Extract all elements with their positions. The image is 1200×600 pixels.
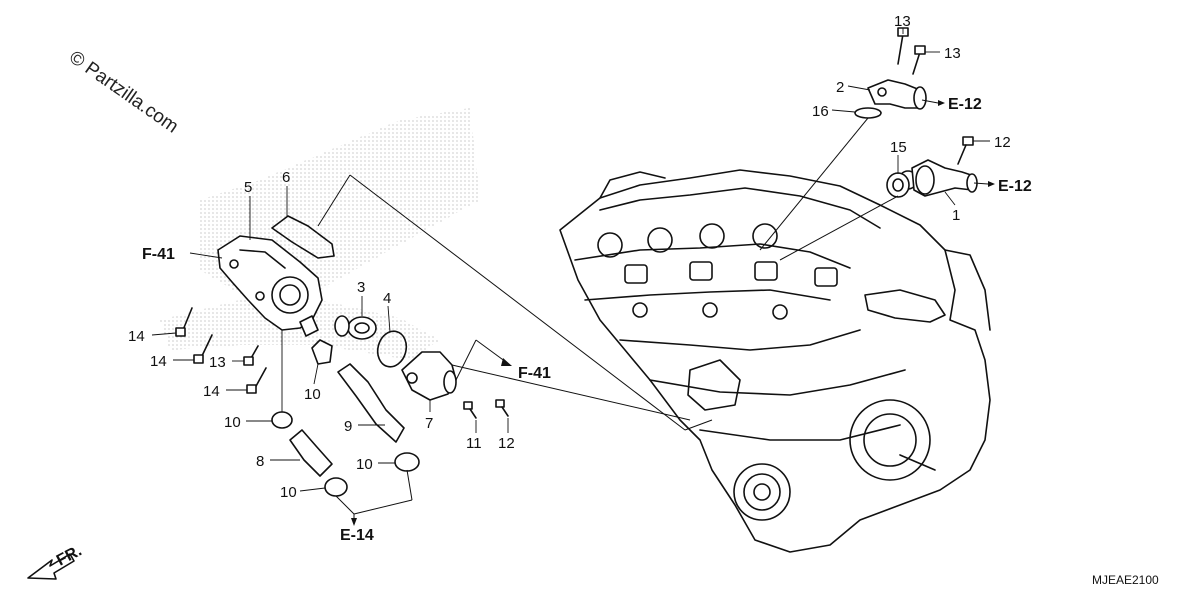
callout-15: 15 — [890, 139, 907, 156]
thermostat-housing-5 — [217, 235, 323, 337]
callout-11: 12 — [994, 134, 1011, 151]
callout-10-right: 10 — [356, 456, 373, 473]
bolts-12 — [463, 399, 509, 419]
callout-8: 8 — [256, 453, 264, 470]
front-arrow-icon — [27, 553, 75, 580]
diagram-code: MJEAE2100 — [1092, 573, 1159, 587]
callout-7: 7 — [425, 415, 433, 432]
callout-12-a: 11 — [466, 435, 482, 452]
ref-e14: E-14 — [340, 527, 374, 544]
callout-14-b: 14 — [150, 353, 167, 370]
callout-1: 1 — [952, 207, 960, 224]
ref-e12-bottom: E-12 — [998, 178, 1032, 195]
hose-9 — [337, 363, 405, 443]
callout-14-c: 14 — [203, 383, 220, 400]
bolts-13-top — [897, 27, 926, 75]
fitting-10-mid — [311, 339, 333, 365]
callout-4: 4 — [383, 290, 391, 307]
ref-f41-left: F-41 — [142, 246, 175, 263]
hose-clamp-10-c — [394, 452, 420, 472]
callout-labels: 13 13 2 16 15 12 1 5 6 3 4 14 14 13 14 1… — [128, 13, 1011, 501]
callout-10-bottom: 10 — [280, 484, 297, 501]
hose-8 — [289, 429, 333, 477]
thermostat-3 — [334, 315, 377, 340]
o-ring-16 — [854, 107, 882, 119]
leader-lines — [151, 28, 995, 526]
water-pipe-1 — [911, 159, 978, 197]
callout-13-top: 13 — [894, 13, 911, 30]
ref-f41-right: F-41 — [518, 365, 551, 382]
thermostat-cover-7 — [401, 351, 457, 401]
callout-3: 3 — [357, 279, 365, 296]
ref-e12-top: E-12 — [948, 96, 982, 113]
bolt-11 — [957, 136, 974, 165]
hose-clamp-10-b — [324, 477, 348, 497]
callout-16: 16 — [812, 103, 829, 120]
callout-13-left: 13 — [209, 354, 226, 371]
callout-9: 9 — [344, 418, 352, 435]
gasket-6 — [271, 215, 335, 259]
callout-12-b: 12 — [498, 435, 515, 452]
watermark-text: © Partzilla.com — [65, 47, 182, 138]
bolts-left — [175, 307, 267, 394]
callout-5: 5 — [244, 179, 252, 196]
callout-6: 6 — [282, 169, 290, 186]
callout-2: 2 — [836, 79, 844, 96]
front-direction-indicator: FR. — [27, 542, 85, 580]
callout-14-a: 14 — [128, 328, 145, 345]
water-pipe-2 — [867, 79, 927, 110]
hose-clamp-10-a — [271, 411, 293, 429]
callout-13-right: 13 — [944, 45, 961, 62]
o-ring-4 — [376, 330, 408, 368]
callout-10-mid: 10 — [304, 386, 321, 403]
reference-labels: E-12 E-12 F-41 F-41 E-14 — [142, 96, 1032, 544]
projection-shading-lower — [160, 300, 440, 360]
engine-assembly — [559, 169, 991, 553]
grommet-15 — [886, 172, 910, 198]
callout-10-left: 10 — [224, 414, 241, 431]
